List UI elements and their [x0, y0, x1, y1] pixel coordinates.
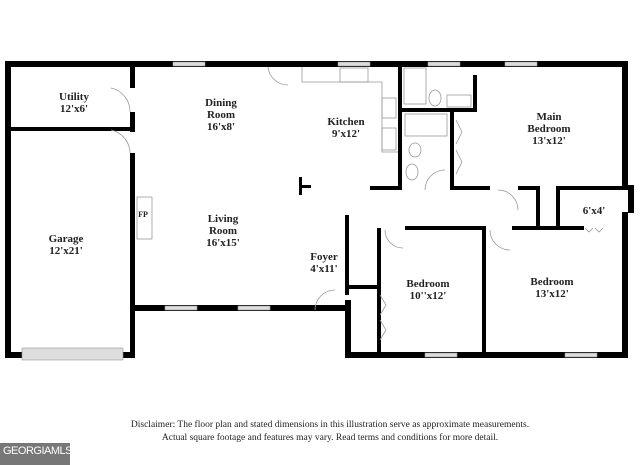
living-name1: Living: [208, 213, 239, 225]
walls: [5, 61, 634, 358]
dining-size: 16'x8': [207, 121, 235, 133]
foyer-name: Foyer: [310, 251, 338, 263]
foyer-size: 4'x11': [310, 263, 338, 275]
living-name2: Room: [209, 225, 237, 237]
closet-size: 6'x4': [583, 205, 606, 217]
room-labels: Utility 12'x6' Dining Room 16'x8' Kitche…: [49, 91, 606, 302]
main-bedroom-name2: Bedroom: [527, 123, 570, 135]
logo-text: GEORGIAMLS: [3, 445, 72, 457]
main-bedroom-name1: Main: [536, 111, 561, 123]
dining-name2: Room: [207, 109, 235, 121]
georgia-mls-logo: GEORGIAMLS: [0, 443, 72, 465]
bedroom2-size: 10''x12': [410, 290, 447, 302]
fireplace: [136, 196, 153, 240]
kitchen-name: Kitchen: [327, 116, 364, 128]
disclaimer-line1: Disclaimer: The floor plan and stated di…: [130, 420, 530, 430]
garage-door: [21, 347, 124, 361]
fireplace-label: FP: [138, 210, 148, 219]
utility-size: 12'x6': [60, 103, 88, 115]
bedroom3-name: Bedroom: [530, 276, 573, 288]
kitchen-size: 9'x12': [332, 128, 360, 140]
windows: [21, 61, 598, 361]
dining-name1: Dining: [205, 97, 237, 109]
main-bedroom-size: 13'x12': [532, 135, 566, 147]
bedroom3-size: 13'x12': [535, 288, 569, 300]
garage-name: Garage: [49, 233, 84, 245]
bedroom2-name: Bedroom: [406, 278, 449, 290]
garage-size: 12'x21': [49, 245, 83, 257]
fixtures: [110, 66, 604, 341]
utility-name: Utility: [59, 91, 89, 103]
disclaimer-line2: Actual square footage and features may v…: [161, 433, 499, 443]
living-size: 16'x15': [206, 237, 240, 249]
